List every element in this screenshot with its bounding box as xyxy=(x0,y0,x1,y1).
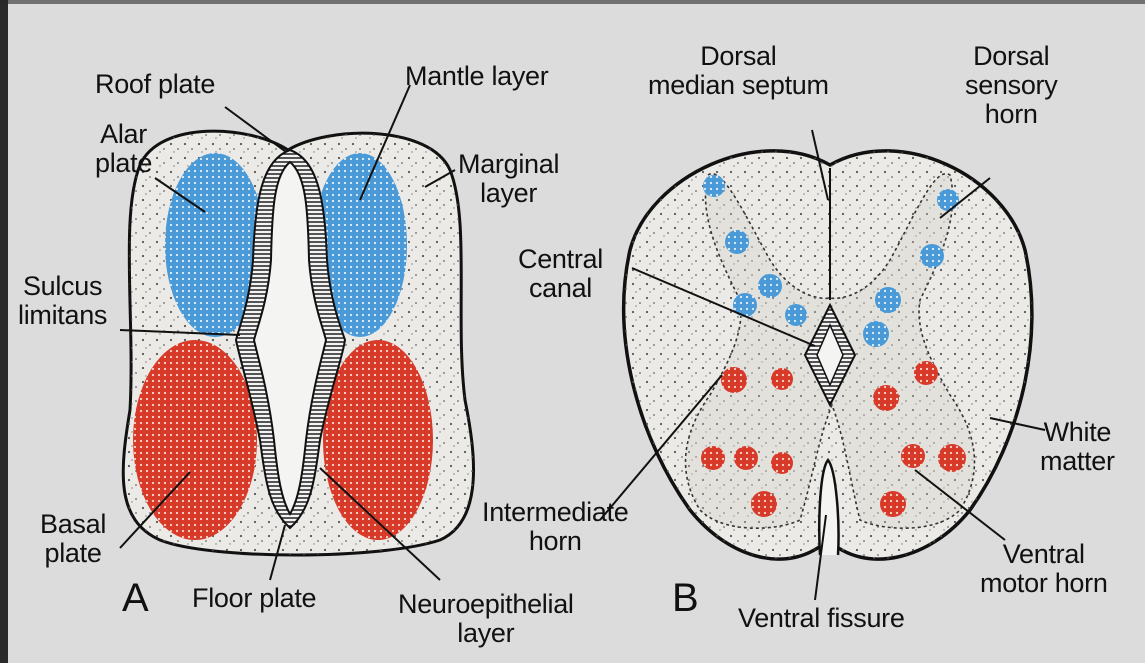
panel-b-section xyxy=(600,130,1045,600)
label-sensory-line3: horn xyxy=(965,100,1057,129)
label-white-line1: White xyxy=(1040,418,1115,447)
label-marginal-layer: Marginal layer xyxy=(458,150,559,208)
label-septum-line2: median septum xyxy=(648,71,829,100)
label-sulcus-limitans: Sulcus limitans xyxy=(18,272,107,330)
label-ventral-fissure: Ventral fissure xyxy=(738,604,905,633)
label-dorsal-median-septum: Dorsal median septum xyxy=(648,42,829,100)
label-marginal-line2: layer xyxy=(458,179,559,208)
panel-a-section xyxy=(120,85,474,580)
panel-b-letter: B xyxy=(672,578,698,618)
label-central-canal: Central canal xyxy=(518,245,603,303)
label-mantle-layer: Mantle layer xyxy=(405,62,548,91)
label-intermediate-line2: horn xyxy=(482,527,628,556)
panel-a-letter: A xyxy=(122,578,148,618)
label-roof-plate: Roof plate xyxy=(95,70,215,99)
label-white-matter: White matter xyxy=(1040,418,1115,476)
label-basal-line2: plate xyxy=(40,539,106,568)
basal-plate-right xyxy=(323,340,433,540)
label-marginal-line1: Marginal xyxy=(458,150,559,179)
label-sensory-line2: sensory xyxy=(965,71,1057,100)
label-canal-line2: canal xyxy=(518,274,603,303)
label-alar-plate: Alar plate xyxy=(95,120,152,178)
basal-plate-left xyxy=(133,340,257,540)
label-intermediate-horn: Intermediate horn xyxy=(482,498,628,556)
label-sulcus-line1: Sulcus xyxy=(18,272,107,301)
label-sulcus-line2: limitans xyxy=(18,301,107,330)
label-ventral-motor-horn: Ventral motor horn xyxy=(980,540,1108,598)
label-basal-plate: Basal plate xyxy=(40,510,106,568)
label-dorsal-sensory-horn: Dorsal sensory horn xyxy=(965,42,1057,129)
label-canal-line1: Central xyxy=(518,245,603,274)
label-basal-line1: Basal xyxy=(40,510,106,539)
label-motor-line2: motor horn xyxy=(980,569,1108,598)
label-neuroepithelial-layer: Neuroepithelial layer xyxy=(398,590,574,648)
label-white-line2: matter xyxy=(1040,447,1115,476)
label-alar-line1: Alar xyxy=(95,120,152,149)
label-motor-line1: Ventral xyxy=(980,540,1108,569)
label-neuroepithelial-line2: layer xyxy=(398,619,574,648)
label-intermediate-line1: Intermediate xyxy=(482,498,628,527)
label-septum-line1: Dorsal xyxy=(648,42,829,71)
label-sensory-line1: Dorsal xyxy=(965,42,1057,71)
label-alar-line2: plate xyxy=(95,149,152,178)
label-floor-plate: Floor plate xyxy=(192,584,316,613)
label-neuroepithelial-line1: Neuroepithelial xyxy=(398,590,574,619)
